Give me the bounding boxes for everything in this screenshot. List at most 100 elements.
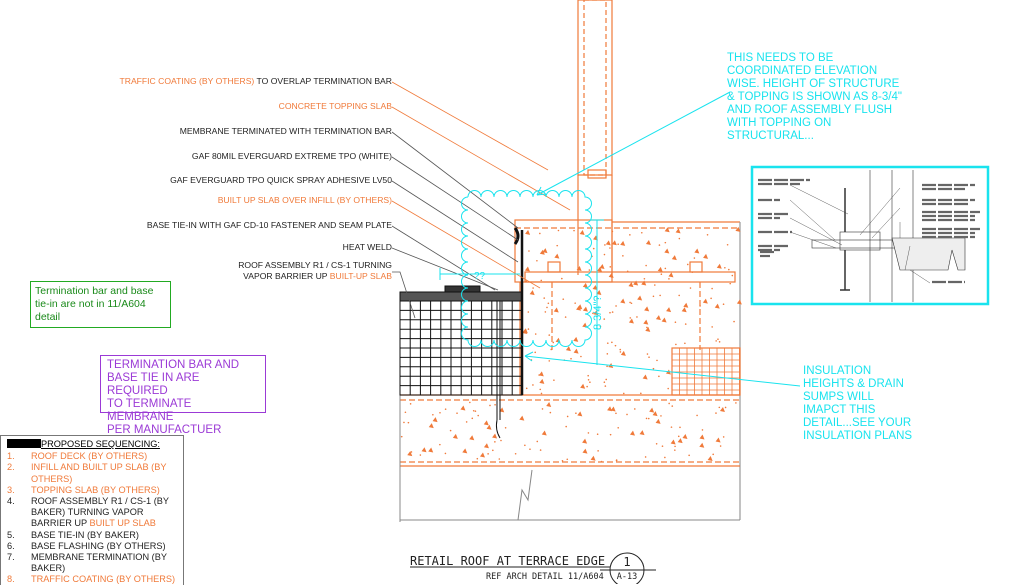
note-line: & TOPPING IS SHOWN AS 8-3/4"	[727, 91, 902, 103]
speckle-mark	[555, 337, 561, 343]
speckle-mark	[633, 280, 639, 286]
speckle-mark	[611, 311, 614, 313]
speckle-mark	[654, 284, 656, 286]
speckle-mark	[546, 402, 552, 408]
drawing-subtitle: REF ARCH DETAIL 11/A604	[486, 572, 604, 582]
speckle-mark	[592, 312, 594, 315]
speckle-mark	[541, 408, 544, 410]
speckle-mark	[715, 412, 717, 414]
speckle-mark	[655, 418, 661, 424]
orange-grid-block	[671, 347, 740, 395]
speckle-mark	[606, 342, 609, 344]
speckle-mark	[668, 402, 670, 405]
section-frame	[399, 395, 740, 522]
speckle-mark	[527, 311, 530, 313]
speckle-mark	[476, 457, 479, 460]
speckle-mark	[522, 328, 528, 334]
speckle-mark	[637, 295, 643, 301]
speckle-mark	[706, 233, 709, 236]
note-line: INSULATION PLANS	[803, 430, 913, 442]
speckle-mark	[576, 305, 582, 311]
speckle-mark	[599, 325, 602, 328]
note-line: WISE. HEIGHT OF STRUCTURE	[727, 78, 900, 90]
speckle-mark	[600, 460, 603, 463]
speckle-mark	[682, 434, 688, 440]
speckle-mark	[460, 405, 466, 411]
speckle-mark	[731, 274, 734, 277]
speckle-mark	[552, 341, 555, 344]
speckle-mark	[606, 353, 609, 355]
speckle-mark	[647, 417, 650, 420]
note-line: HEIGHTS & DRAIN	[803, 378, 904, 390]
speckle-mark	[658, 244, 661, 246]
speckle-mark	[565, 346, 571, 352]
speckle-mark	[444, 408, 447, 410]
speckle-mark	[597, 450, 599, 452]
item-number: 4.	[7, 496, 15, 507]
speckle-mark	[611, 240, 617, 246]
speckle-mark	[550, 348, 553, 351]
speckle-mark	[655, 315, 661, 321]
speckle-mark	[519, 415, 525, 421]
speckle-mark	[469, 435, 475, 441]
item-number: 1.	[7, 451, 15, 462]
label-base-tie-in: BASE TIE-IN WITH GAF CD-10 FASTENER AND …	[146, 220, 392, 230]
speckle-mark	[587, 374, 589, 377]
speckle-mark	[648, 356, 650, 359]
speckle-mark	[564, 316, 567, 318]
speckle-mark	[611, 341, 613, 344]
reference-detail-inset	[750, 165, 990, 306]
sequencing-title: PROPOSED SEQUENCING:	[41, 439, 160, 449]
speckle-mark	[525, 387, 528, 390]
speckle-mark	[699, 434, 705, 440]
speckle-mark	[615, 459, 618, 461]
speckle-mark	[681, 307, 687, 313]
speckle-mark	[543, 297, 546, 299]
speckle-mark	[524, 266, 530, 272]
speckle-mark	[587, 432, 590, 434]
speckle-mark	[614, 344, 617, 347]
speckle-mark	[657, 266, 663, 272]
speckle-mark	[432, 417, 438, 423]
sequencing-item: 7.MEMBRANE TERMINATION (BY BAKER)	[7, 552, 179, 574]
speckle-mark	[574, 302, 576, 304]
sheet-number: A-13	[616, 572, 638, 582]
speckle-mark	[615, 412, 617, 415]
speckle-mark	[452, 433, 458, 439]
speckle-mark	[474, 410, 477, 412]
speckle-mark	[504, 427, 507, 429]
speckle-mark	[403, 421, 405, 424]
speckle-mark	[729, 282, 732, 285]
speckle-mark	[628, 318, 634, 324]
speckle-mark	[439, 411, 441, 414]
speckle-mark	[596, 290, 602, 296]
speckle-mark	[666, 307, 672, 313]
speckle-mark	[400, 435, 403, 438]
speckle-mark	[589, 381, 591, 384]
item-number: 8.	[7, 574, 15, 585]
speckle-mark	[629, 317, 632, 319]
speckle-mark	[609, 433, 612, 436]
speckle-mark	[674, 321, 677, 324]
speckle-mark	[540, 279, 543, 282]
item-number: 7.	[7, 552, 15, 563]
speckle-mark	[483, 420, 489, 426]
speckle-mark	[556, 244, 559, 247]
speckle-mark	[677, 435, 680, 438]
speckle-mark	[693, 257, 696, 259]
speckle-mark	[605, 378, 608, 381]
speckle-mark	[539, 388, 542, 391]
item-text: ROOF DECK (BY OTHERS)	[31, 451, 148, 462]
sequencing-item: 5.BASE TIE-IN (BY BAKER)	[7, 530, 179, 541]
note-line: STRUCTURAL...	[727, 130, 814, 142]
speckle-mark	[617, 243, 619, 246]
speckle-mark	[557, 229, 560, 232]
speckle-mark	[582, 438, 588, 444]
speckle-mark	[622, 392, 625, 395]
note-line: THIS NEEDS TO BE	[727, 52, 834, 64]
speckle-mark	[529, 448, 531, 450]
speckle-mark	[678, 237, 681, 240]
speckle-mark	[646, 326, 648, 329]
